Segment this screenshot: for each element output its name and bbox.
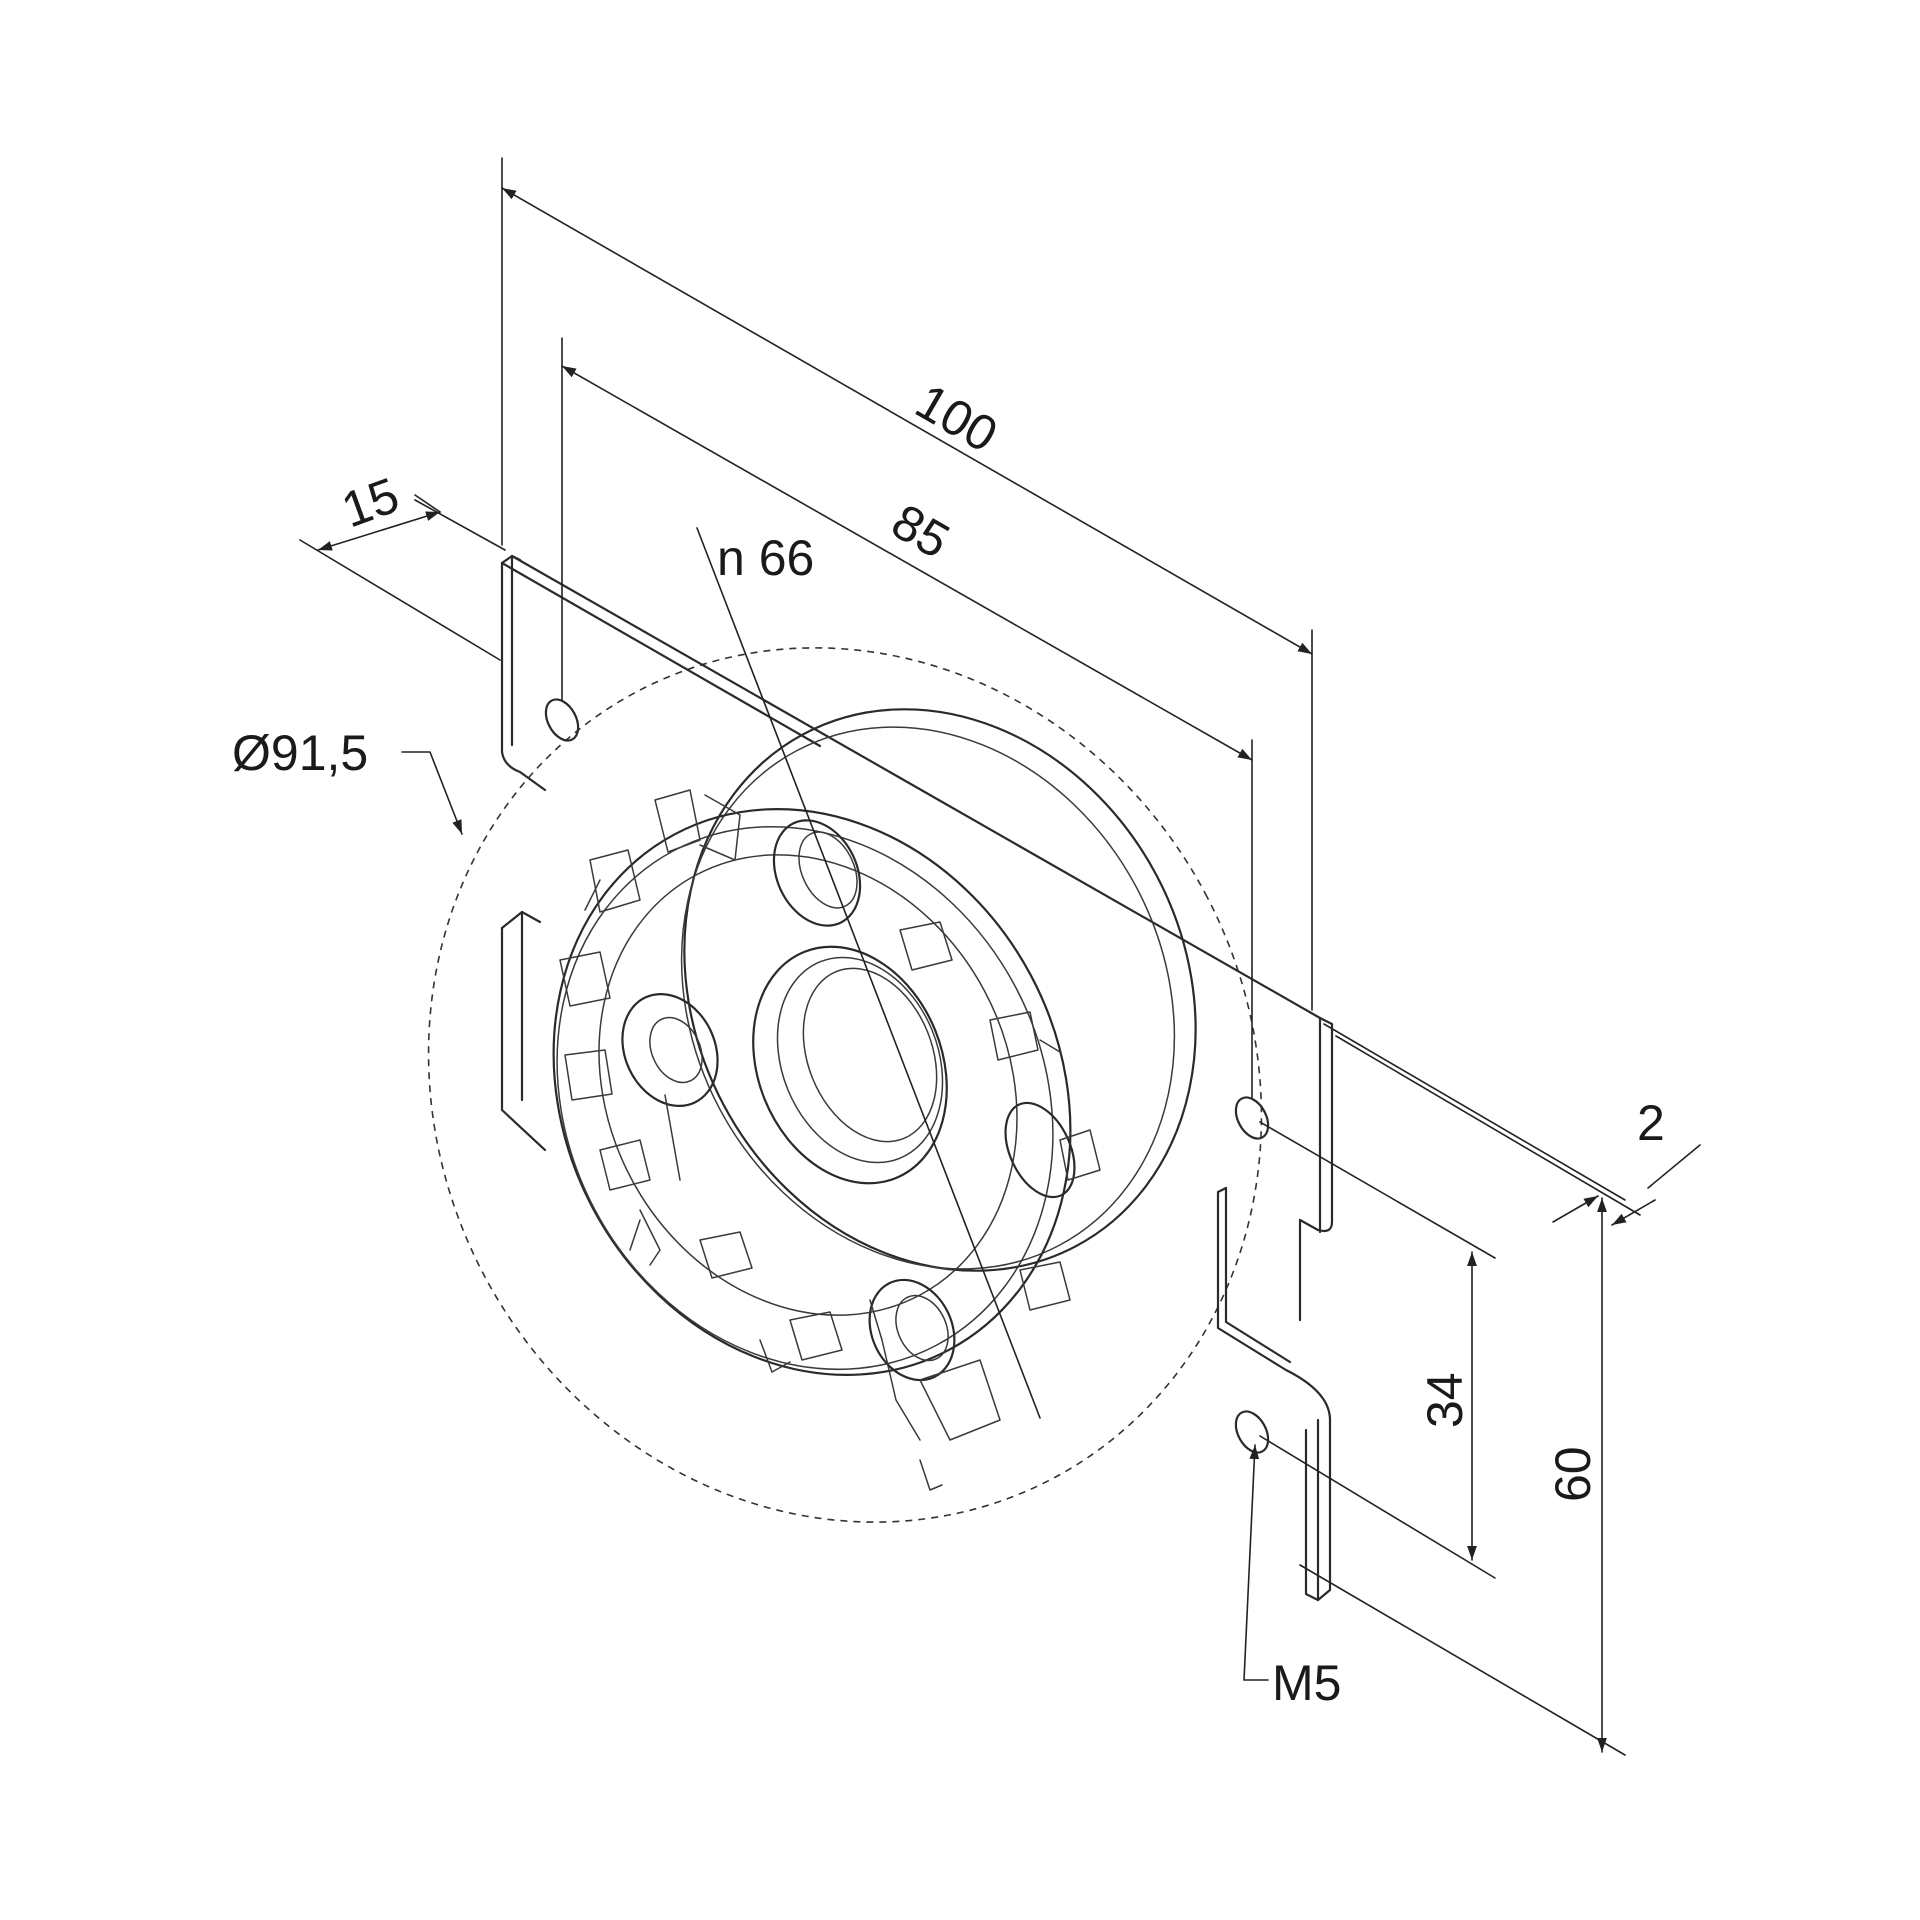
clearance-circle (427, 647, 1263, 1523)
dim-100-text: 100 (907, 373, 1007, 463)
dimension-lines (317, 187, 1701, 1753)
dim-line-15 (317, 511, 441, 551)
dim-60-text: 60 (1545, 1446, 1601, 1502)
dim-line-2 (1552, 1195, 1599, 1223)
dim-2-text: 2 (1637, 1095, 1665, 1151)
dim-34-text: 34 (1417, 1372, 1473, 1428)
dim-85-text: 85 (883, 493, 959, 569)
leader-n66 (696, 527, 1041, 1419)
leader-m5 (1243, 1444, 1269, 1681)
dim-line-85 (561, 365, 1253, 761)
mounting-plate (500, 554, 1334, 1602)
dim-m5-text: M5 (1272, 1655, 1341, 1711)
dim-diameter-text: Ø91,5 (232, 725, 368, 781)
hub-assembly (552, 708, 1197, 1491)
dim-15-text: 15 (335, 467, 406, 539)
dim-n66-text: n 66 (717, 530, 814, 586)
leader-diameter (401, 751, 463, 835)
